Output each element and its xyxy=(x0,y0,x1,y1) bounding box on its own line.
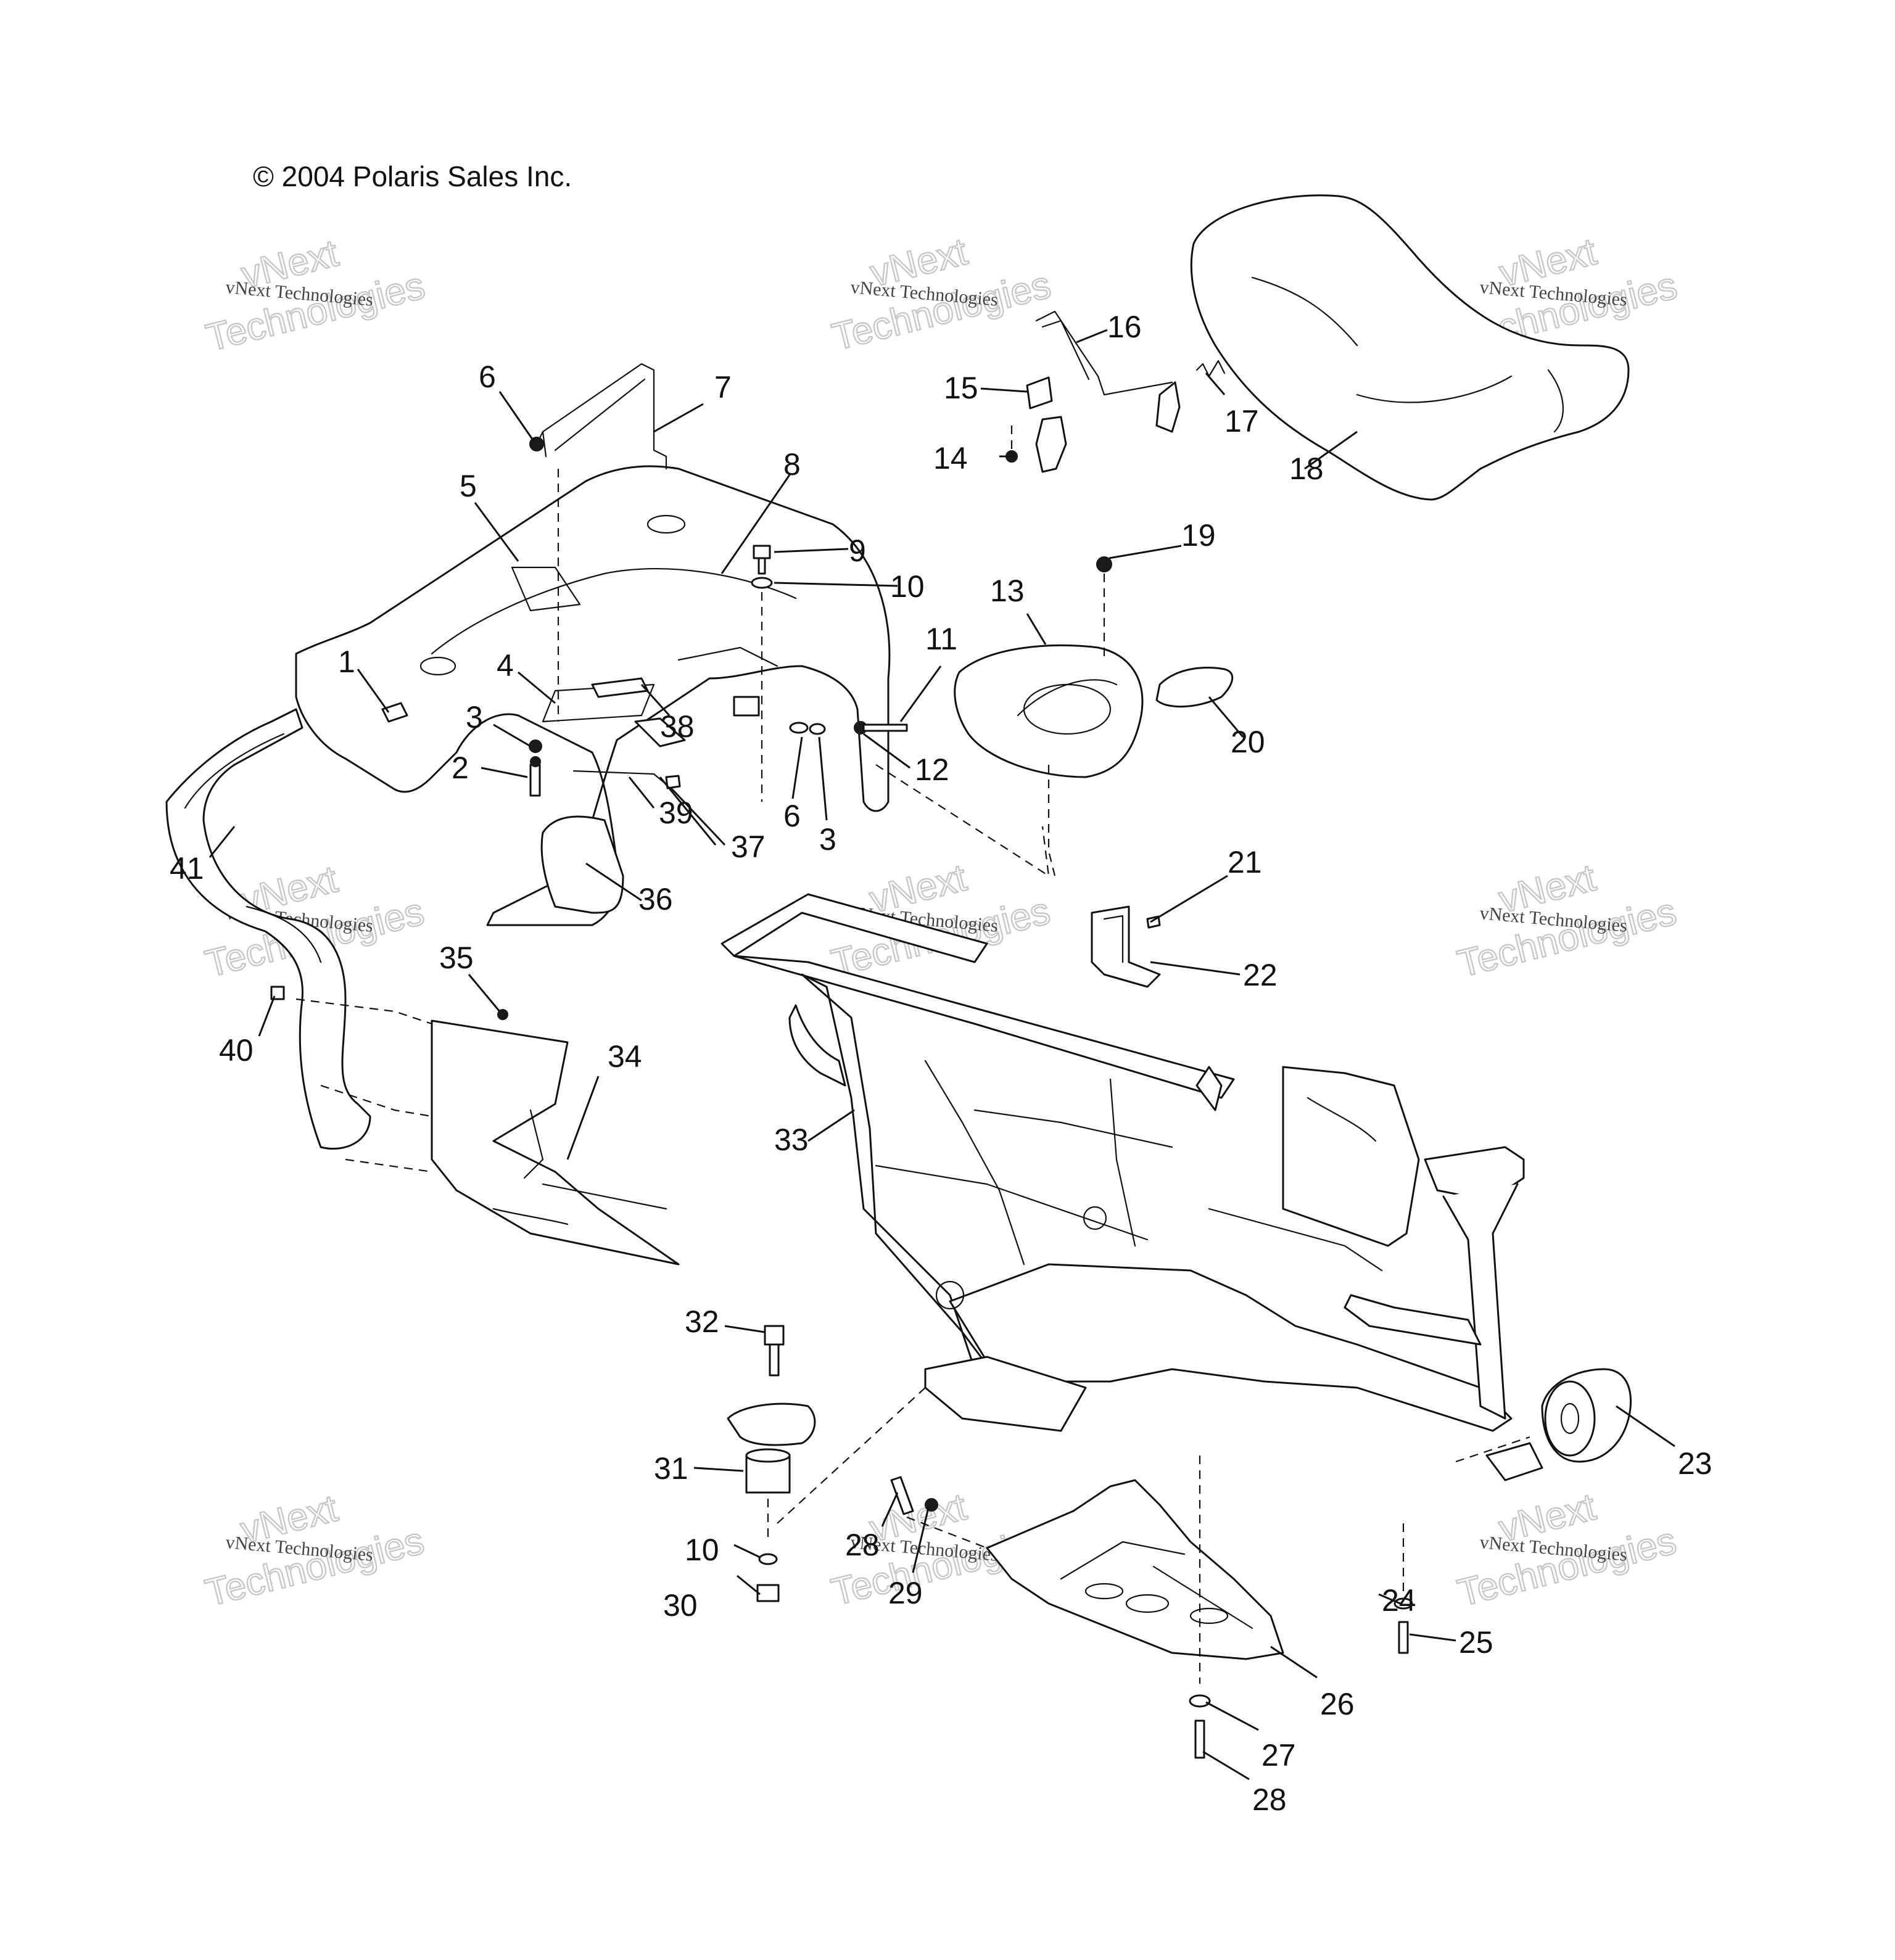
screw-19 xyxy=(1096,556,1112,660)
callout-34: 34 xyxy=(608,1039,642,1074)
callout-30: 30 xyxy=(663,1588,698,1623)
callout-32: 32 xyxy=(685,1304,719,1339)
footwell-panel-part xyxy=(270,986,680,1266)
callout-29: 29 xyxy=(888,1576,923,1610)
callout-4: 4 xyxy=(497,648,514,683)
callout-7: 7 xyxy=(714,370,732,405)
seat-latch-assembly xyxy=(1005,310,1226,473)
callout-23: 23 xyxy=(1678,1446,1712,1481)
seat-part xyxy=(1190,194,1630,501)
callout-24: 24 xyxy=(1382,1583,1416,1618)
mount-bracket-part xyxy=(1091,905,1161,988)
fender-fasteners xyxy=(381,702,542,797)
callout-40: 40 xyxy=(219,1033,254,1068)
callout-22: 22 xyxy=(1243,958,1278,992)
callout-3: 3 xyxy=(466,700,483,735)
mount-bushing-stack xyxy=(727,1325,926,1602)
callout-25: 25 xyxy=(1459,1625,1493,1660)
callout-41: 41 xyxy=(170,851,204,886)
callout-31: 31 xyxy=(654,1451,688,1486)
callout-10: 10 xyxy=(890,569,925,604)
callout-38: 38 xyxy=(660,709,695,744)
callout-37: 37 xyxy=(731,830,766,864)
callout-28: 28 xyxy=(1252,1782,1287,1817)
callout-1: 1 xyxy=(338,644,355,679)
callout-8: 8 xyxy=(783,447,801,482)
callout-35: 35 xyxy=(439,941,474,975)
callout-14: 14 xyxy=(933,441,968,476)
callout-9: 9 xyxy=(849,533,866,568)
callout-26: 26 xyxy=(1320,1687,1355,1721)
callout-36: 36 xyxy=(638,882,673,916)
rack-bracket-part xyxy=(529,363,667,722)
side-panel-part xyxy=(540,815,624,914)
frame-fasteners-right xyxy=(1189,1456,1413,1759)
footwell-trim-part xyxy=(165,708,371,1150)
callout-28b: 28 xyxy=(845,1528,880,1562)
callout-16: 16 xyxy=(1107,310,1142,344)
callout-17: 17 xyxy=(1224,404,1259,439)
callout-39: 39 xyxy=(659,796,693,830)
callout-20: 20 xyxy=(1231,725,1265,759)
callout-18: 18 xyxy=(1289,451,1324,486)
callout-21: 21 xyxy=(1228,845,1262,879)
callout-3b: 3 xyxy=(819,822,836,857)
rear-fender-part xyxy=(295,465,891,926)
callout-33: 33 xyxy=(774,1122,809,1157)
fender-bolts xyxy=(733,545,1050,878)
callout-6b: 6 xyxy=(783,799,801,833)
copyright-text: © 2004 Polaris Sales Inc. xyxy=(253,160,572,192)
callout-10b: 10 xyxy=(685,1533,719,1567)
leader-lines xyxy=(208,329,1675,1781)
callout-2: 2 xyxy=(452,751,469,785)
grommet-part xyxy=(1155,667,1234,708)
callout-5: 5 xyxy=(460,469,477,503)
callout-15: 15 xyxy=(944,371,978,405)
storage-cover-part xyxy=(954,644,1144,876)
callout-6: 6 xyxy=(479,360,496,394)
callout-19: 19 xyxy=(1181,518,1216,553)
callout-13: 13 xyxy=(990,574,1025,608)
main-frame-part xyxy=(720,893,1543,1481)
skid-plate-part xyxy=(986,1479,1284,1660)
callout-12: 12 xyxy=(915,752,949,787)
filter-cylinder-part xyxy=(1455,1368,1632,1463)
callout-27: 27 xyxy=(1261,1738,1296,1773)
callout-11: 11 xyxy=(925,622,957,656)
support-brackets xyxy=(572,677,686,791)
